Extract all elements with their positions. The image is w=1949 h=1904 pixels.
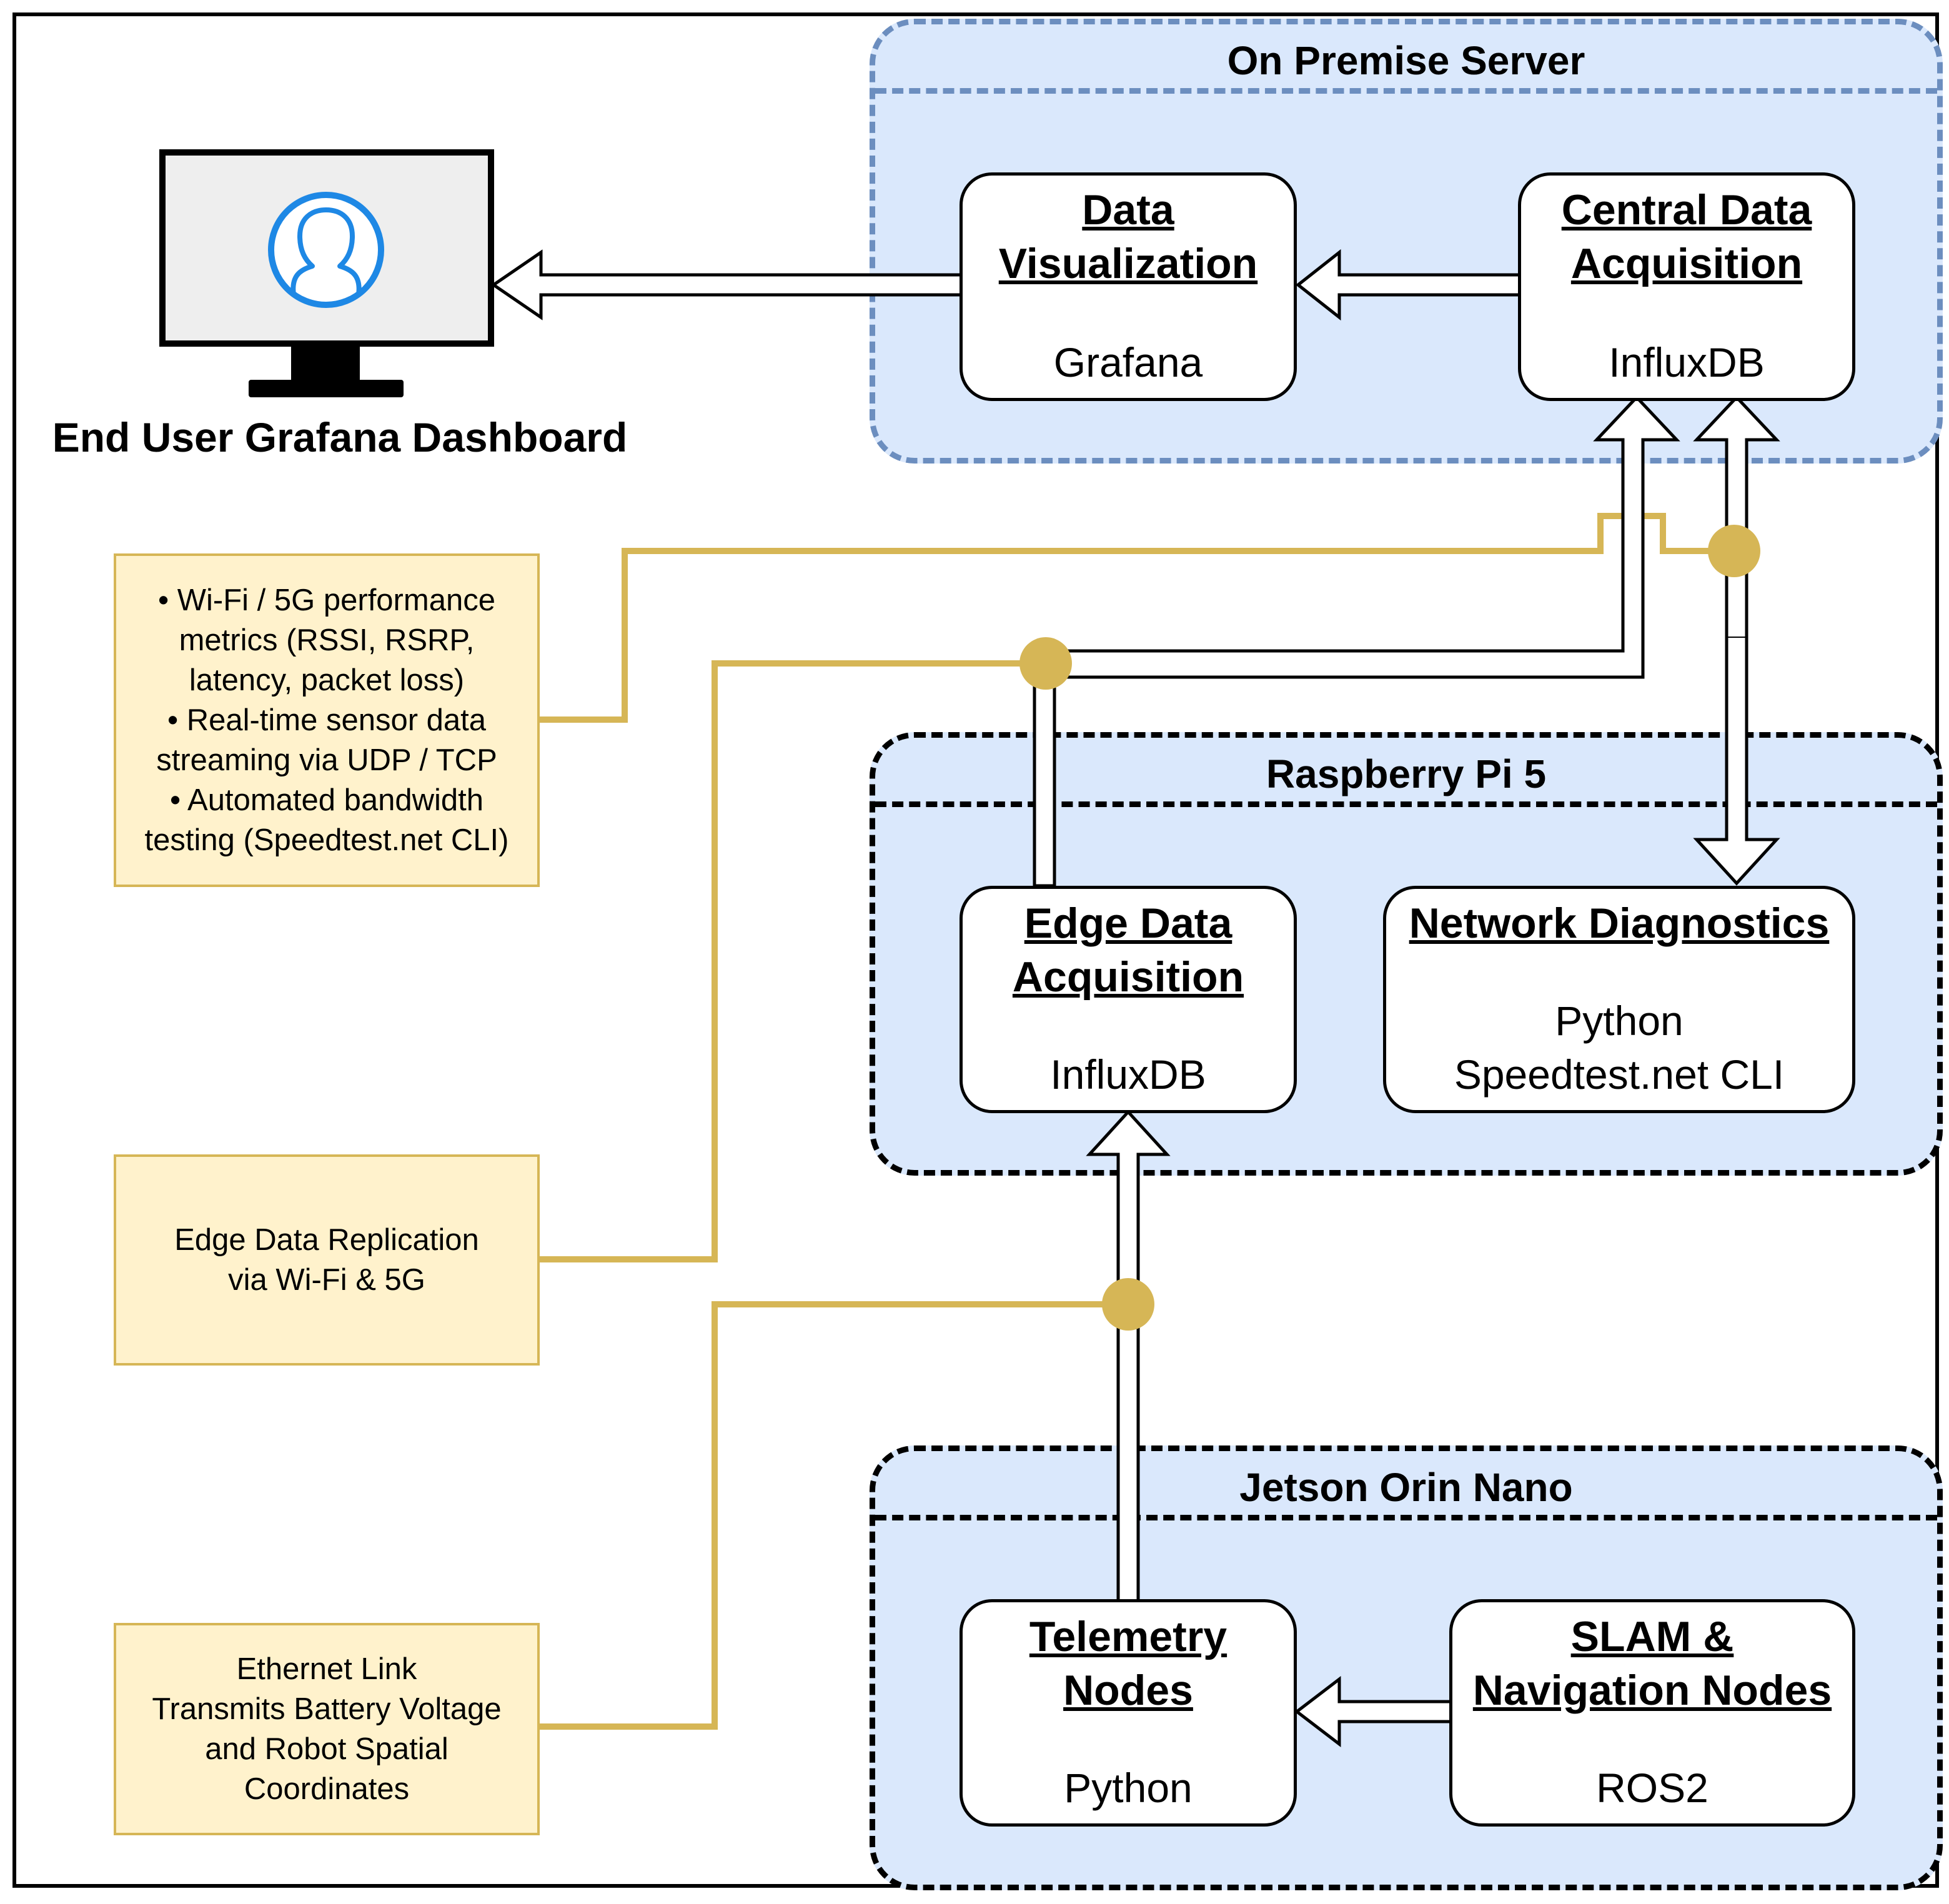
raspberry-pi-title: Raspberry Pi 5	[1266, 751, 1547, 796]
central-data-acquisition-node[interactable]: Central Data Acquisition InfluxDB	[1518, 172, 1855, 401]
arrow-to-data-visualization	[1295, 249, 1522, 321]
junction-dot-telemetry	[1102, 1278, 1154, 1331]
jetson-orin-divider	[875, 1515, 1937, 1520]
metrics-note-text: • Wi-Fi / 5G performance metrics (RSSI, …	[144, 583, 509, 857]
ethernet-link-note: Ethernet Link Transmits Battery Voltage …	[114, 1623, 540, 1835]
ethernet-connector	[538, 1301, 1128, 1730]
edge-data-acquisition-subtitle: InfluxDB	[1050, 1051, 1206, 1098]
edge-replication-note: Edge Data Replication via Wi-Fi & 5G	[114, 1154, 540, 1366]
replication-connector	[538, 660, 1046, 1262]
data-visualization-node[interactable]: Data Visualization Grafana	[960, 172, 1297, 401]
raspberry-pi-divider	[875, 801, 1937, 807]
network-diagnostics-subtitle: Python Speedtest.net CLI	[1454, 998, 1785, 1098]
central-data-acquisition-subtitle: InfluxDB	[1609, 339, 1765, 385]
slam-navigation-nodes-title: SLAM & Navigation Nodes	[1472, 1613, 1832, 1714]
arrow-slam-to-telemetry	[1294, 1675, 1454, 1748]
telemetry-nodes-title: Telemetry Nodes	[1029, 1613, 1227, 1714]
data-visualization-title: Data Visualization	[998, 186, 1258, 287]
on-premise-server-divider	[875, 88, 1937, 94]
network-diagnostics-title: Network Diagnostics	[1409, 900, 1830, 947]
arrow-to-end-user	[490, 249, 964, 320]
jetson-orin-title: Jetson Orin Nano	[1239, 1465, 1573, 1510]
telemetry-nodes-node[interactable]: Telemetry Nodes Python	[960, 1599, 1297, 1827]
slam-navigation-nodes-node[interactable]: SLAM & Navigation Nodes ROS2	[1449, 1599, 1855, 1827]
end-user-label: End User Grafana Dashboard	[52, 414, 628, 460]
ethernet-link-note-text: Ethernet Link Transmits Battery Voltage …	[152, 1652, 502, 1806]
junction-dot-server	[1708, 525, 1760, 577]
central-data-acquisition-title: Central Data Acquisition	[1561, 186, 1812, 287]
arrow-edge-to-central	[1033, 395, 1680, 888]
metrics-note: • Wi-Fi / 5G performance metrics (RSSI, …	[114, 553, 540, 887]
edge-replication-note-text: Edge Data Replication via Wi-Fi & 5G	[174, 1223, 479, 1297]
metrics-connector	[538, 513, 1734, 723]
data-visualization-subtitle: Grafana	[1053, 339, 1203, 385]
arrow-telemetry-to-edge	[1086, 1109, 1171, 1604]
user-monitor-icon	[159, 149, 494, 397]
network-diagnostics-node[interactable]: Network Diagnostics Python Speedtest.net…	[1383, 886, 1855, 1113]
telemetry-nodes-subtitle: Python	[1064, 1765, 1193, 1811]
junction-dot-edge	[1019, 637, 1072, 690]
slam-navigation-nodes-subtitle: ROS2	[1596, 1765, 1708, 1811]
arrow-central-network-bidirectional	[1693, 395, 1780, 886]
on-premise-server-title: On Premise Server	[1227, 38, 1585, 83]
edge-data-acquisition-node[interactable]: Edge Data Acquisition InfluxDB	[960, 886, 1297, 1113]
edge-data-acquisition-title: Edge Data Acquisition	[1012, 900, 1244, 1001]
